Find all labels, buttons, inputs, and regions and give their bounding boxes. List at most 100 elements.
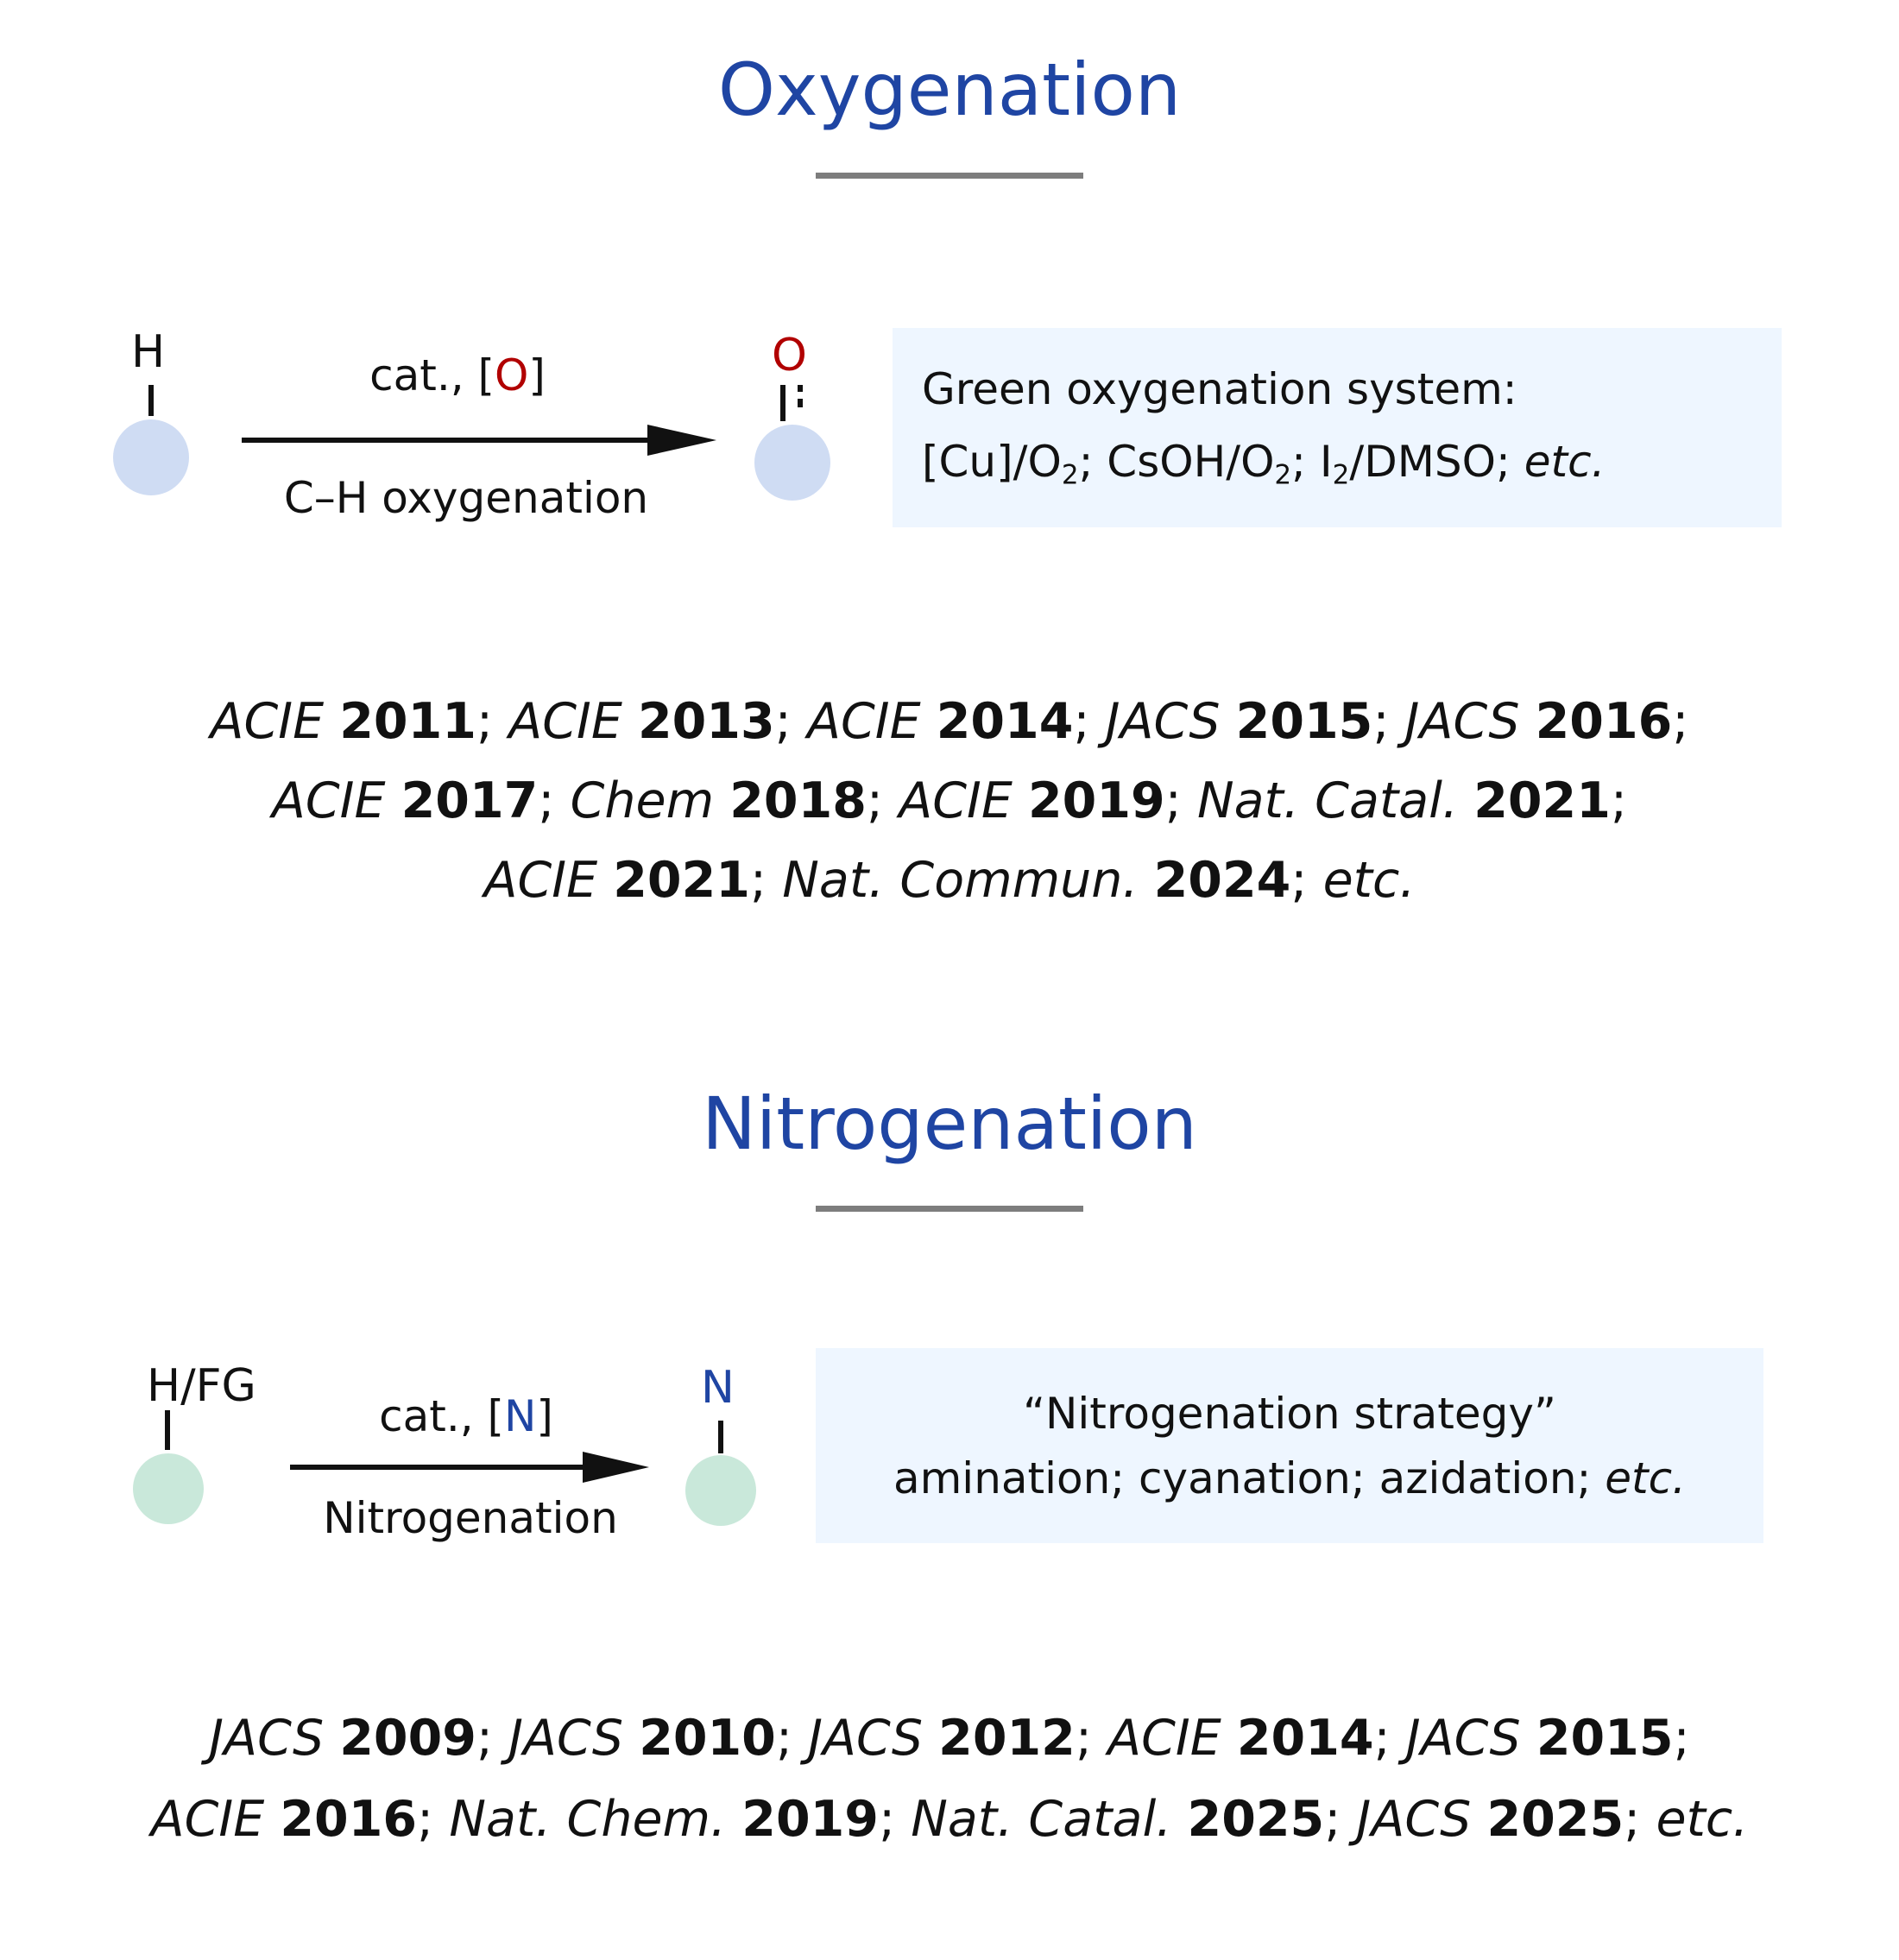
reference-journal: ACIE bbox=[806, 693, 937, 750]
reference-year: 2015 bbox=[1536, 1710, 1674, 1767]
info-sub-3: 2 bbox=[1332, 459, 1350, 491]
info-part-cu: [Cu]/O bbox=[922, 437, 1062, 487]
reference-year: 2021 bbox=[1473, 772, 1611, 829]
nitrogenation-substrate-atom: H/FG bbox=[147, 1360, 256, 1412]
nitrogenation-info-line2-etc: etc. bbox=[1605, 1453, 1687, 1503]
reference-journal: ACIE bbox=[483, 852, 614, 909]
reference-journal: Nat. Commun. bbox=[782, 852, 1154, 909]
nitrogenation-product-atom: N bbox=[701, 1362, 735, 1414]
nitrogenation-info-line2-text: amination; cyanation; azidation; bbox=[893, 1453, 1606, 1503]
oxygenation-reference-line: ACIE 2021; Nat. Commun. 2024; etc. bbox=[0, 856, 1899, 905]
reference-year: 2009 bbox=[339, 1710, 476, 1767]
reference-separator: ; bbox=[1610, 772, 1628, 829]
oxygenation-product-node bbox=[754, 425, 830, 501]
nitrogenation-reaction-arrow bbox=[290, 1452, 649, 1483]
reference-separator: ; bbox=[749, 852, 783, 909]
reference-separator: ; bbox=[1075, 1710, 1108, 1767]
oxygenation-reagent-suffix: ] bbox=[528, 350, 546, 400]
oxygenation-reagent-prefix: cat., [ bbox=[369, 350, 495, 400]
reference-year: 2015 bbox=[1235, 693, 1373, 750]
reference-journal: JACS bbox=[209, 1710, 340, 1767]
info-sub-1: 2 bbox=[1061, 459, 1079, 491]
info-part-etc: etc. bbox=[1524, 437, 1606, 487]
reference-separator: ; bbox=[1372, 693, 1405, 750]
reference-year: 2024 bbox=[1153, 852, 1291, 909]
reference-journal: Nat. Chem. bbox=[449, 1791, 742, 1848]
oxygenation-substrate-atom: H bbox=[131, 326, 166, 378]
reference-journal: Nat. Catal. bbox=[911, 1791, 1188, 1848]
reference-separator: ; bbox=[476, 1710, 509, 1767]
reference-year: 2019 bbox=[1028, 772, 1165, 829]
reference-journal: Chem bbox=[570, 772, 730, 829]
oxygenation-reference-line: ACIE 2017; Chem 2018; ACIE 2019; Nat. Ca… bbox=[0, 777, 1899, 826]
reference-journal: JACS bbox=[1105, 693, 1236, 750]
reference-separator: ; bbox=[417, 1791, 450, 1848]
reference-journal: JACS bbox=[808, 1710, 939, 1767]
nitrogenation-reference-line: JACS 2009; JACS 2010; JACS 2012; ACIE 20… bbox=[0, 1714, 1899, 1763]
nitrogenation-reagent-prefix: cat., [ bbox=[379, 1391, 504, 1441]
reference-separator: ; bbox=[878, 1791, 912, 1848]
nitrogenation-product-node bbox=[685, 1455, 756, 1526]
reference-separator: ; bbox=[1624, 1791, 1656, 1848]
reference-year: 2016 bbox=[280, 1791, 418, 1848]
reference-separator: ; bbox=[1290, 852, 1323, 909]
info-part-csoh: ; CsOH/O bbox=[1078, 437, 1275, 487]
oxygenation-double-bond-right-lower bbox=[798, 399, 803, 407]
nitrogenation-info-line2: amination; cyanation; azidation; etc. bbox=[816, 1457, 1763, 1500]
nitrogenation-title-rule bbox=[816, 1206, 1083, 1212]
reference-year: 2012 bbox=[938, 1710, 1076, 1767]
reference-separator: ; bbox=[1073, 693, 1106, 750]
reference-year: 2025 bbox=[1187, 1791, 1325, 1848]
reference-separator: ; bbox=[1672, 693, 1689, 750]
reference-year: 2018 bbox=[729, 772, 867, 829]
reference-year: 2014 bbox=[1236, 1710, 1374, 1767]
info-sub-2: 2 bbox=[1274, 459, 1292, 491]
nitrogenation-info-line1: “Nitrogenation strategy” bbox=[1023, 1389, 1556, 1439]
reference-year: 2017 bbox=[401, 772, 539, 829]
oxygenation-info-line2: [Cu]/O2; CsOH/O2; I2/DMSO; etc. bbox=[922, 440, 1605, 489]
reference-etc: etc. bbox=[1322, 852, 1416, 909]
nitrogenation-substrate-bond bbox=[165, 1410, 170, 1450]
reference-journal: ACIE bbox=[210, 693, 340, 750]
oxygenation-title-rule bbox=[816, 173, 1083, 179]
oxygenation-title: Oxygenation bbox=[717, 47, 1182, 132]
reference-journal: JACS bbox=[1405, 1710, 1536, 1767]
reference-separator: ; bbox=[1373, 1710, 1406, 1767]
reference-journal: ACIE bbox=[508, 693, 638, 750]
oxygenation-double-bond-left bbox=[780, 385, 785, 421]
reference-journal: ACIE bbox=[899, 772, 1028, 829]
reference-year: 2016 bbox=[1535, 693, 1673, 750]
reference-separator: ; bbox=[476, 693, 509, 750]
reference-year: 2019 bbox=[741, 1791, 879, 1848]
oxygenation-product-atom: O bbox=[772, 330, 807, 381]
reference-journal: JACS bbox=[1404, 693, 1536, 750]
reference-separator: ; bbox=[774, 693, 807, 750]
reference-separator: ; bbox=[1164, 772, 1197, 829]
nitrogenation-reagent: cat., [N] bbox=[319, 1395, 613, 1438]
info-part-dmso: /DMSO; bbox=[1349, 437, 1524, 487]
nitrogenation-substrate-node bbox=[133, 1453, 204, 1524]
oxygenation-reagent: cat., [O] bbox=[311, 354, 604, 397]
nitrogenation-reagent-element: N bbox=[504, 1391, 537, 1441]
oxygenation-substrate-bond bbox=[148, 385, 154, 416]
reference-year: 2014 bbox=[936, 693, 1074, 750]
info-part-iodine: ; I bbox=[1291, 437, 1333, 487]
reference-year: 2021 bbox=[613, 852, 750, 909]
reference-year: 2011 bbox=[339, 693, 476, 750]
oxygenation-reagent-element: O bbox=[495, 350, 529, 400]
reference-journal: JACS bbox=[1356, 1791, 1487, 1848]
oxygenation-arrow-label: C–H oxygenation bbox=[283, 473, 649, 523]
reference-year: 2013 bbox=[637, 693, 775, 750]
reference-year: 2025 bbox=[1486, 1791, 1625, 1848]
oxygenation-reaction-arrow bbox=[242, 425, 716, 456]
reference-separator: ; bbox=[1673, 1710, 1690, 1767]
oxygenation-info-box bbox=[893, 328, 1782, 527]
oxygenation-reference-line: ACIE 2011; ACIE 2013; ACIE 2014; JACS 20… bbox=[0, 697, 1899, 747]
oxygenation-double-bond-right bbox=[798, 385, 803, 392]
oxygenation-info-line1: Green oxygenation system: bbox=[922, 364, 1517, 414]
reference-year: 2010 bbox=[639, 1710, 776, 1767]
nitrogenation-product-bond bbox=[718, 1421, 723, 1453]
nitrogenation-reference-line: ACIE 2016; Nat. Chem. 2019; Nat. Catal. … bbox=[0, 1795, 1899, 1844]
reference-journal: ACIE bbox=[1107, 1710, 1237, 1767]
reference-separator: ; bbox=[1324, 1791, 1357, 1848]
